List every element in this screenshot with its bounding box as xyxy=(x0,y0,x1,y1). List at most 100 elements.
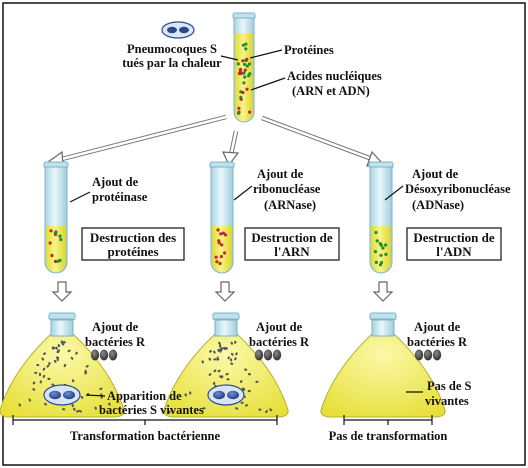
tube3-label-line3: (ADNase) xyxy=(412,198,464,212)
molecule-dot xyxy=(241,90,245,95)
r-bacterium-dot xyxy=(208,357,212,361)
molecule-dot xyxy=(59,237,63,242)
conclusion-right: Pas de transformation xyxy=(329,429,448,443)
molecule-dot xyxy=(217,241,221,245)
r-bacterium-dot xyxy=(244,368,248,371)
r-bacterium-dot xyxy=(55,356,60,359)
molecule-dot xyxy=(243,75,247,79)
molecule-dot xyxy=(236,62,240,66)
flask3-result-line1: Pas de S xyxy=(427,379,472,393)
r-bacterium xyxy=(108,349,118,361)
r-bacterium-dot xyxy=(42,367,46,371)
r-bacterium-dot xyxy=(63,363,67,368)
r-bacterium-dot xyxy=(53,359,57,363)
r-bacterium-dot xyxy=(78,410,82,413)
molecule-dot xyxy=(378,263,383,267)
molecule-dot xyxy=(237,106,241,110)
molecule-dot xyxy=(215,260,219,264)
molecule-dot xyxy=(384,252,388,256)
cells-pointer xyxy=(220,55,239,61)
r-bacterium-dot xyxy=(217,369,221,373)
molecule-dot xyxy=(220,243,224,247)
r-bacterium-dot xyxy=(71,379,75,383)
molecule-dot xyxy=(242,81,246,85)
r-bacterium-dot xyxy=(75,351,78,355)
nucleic-label-line2: (ARN et ADN) xyxy=(292,84,370,98)
molecule-dot xyxy=(216,228,220,232)
molecule-dot xyxy=(245,64,249,68)
molecule-dot xyxy=(54,230,58,234)
tube2-pointer xyxy=(233,185,253,201)
flask-body xyxy=(320,319,446,418)
molecule-dot xyxy=(214,255,218,259)
r-bacterium-dot xyxy=(85,365,89,368)
r-bacterium-dot xyxy=(234,357,237,361)
molecule-dot xyxy=(49,229,53,233)
r-bacterium-dot xyxy=(218,344,222,348)
r-bacterium-dot xyxy=(209,350,212,353)
r-bacterium-dot xyxy=(51,383,55,386)
flask-3 xyxy=(320,312,446,418)
r-bacterium-dot xyxy=(184,393,187,397)
molecule-dot xyxy=(245,57,249,61)
r-bacterium-dot xyxy=(269,408,273,412)
molecule-dot xyxy=(219,232,223,236)
tube3-pointer xyxy=(384,185,404,201)
r-bacteria-icon-2 xyxy=(254,349,282,361)
flask3-label-line1: Ajout de xyxy=(414,320,461,334)
r-bacterium-dot xyxy=(240,401,244,404)
r-bacterium xyxy=(99,349,109,361)
molecule-dot xyxy=(219,255,223,259)
flask3-label-line2: bactéries R xyxy=(407,335,468,349)
r-bacterium xyxy=(90,349,100,361)
s-bacteria-colony-icon xyxy=(43,384,81,406)
r-bacterium-dot xyxy=(60,340,63,344)
box2-line1: Destruction de xyxy=(251,230,332,245)
r-bacterium-dot xyxy=(239,380,243,383)
r-bacterium-dot xyxy=(46,364,50,368)
flask-body xyxy=(163,319,289,418)
r-bacterium-dot xyxy=(94,406,97,410)
tube2-label-line3: (ARNase) xyxy=(264,198,316,212)
r-bacterium-dot xyxy=(229,358,233,362)
r-bacterium-dot xyxy=(39,380,42,384)
molecule-dot xyxy=(221,231,226,235)
tube1-label-line1: Ajout de xyxy=(92,175,139,189)
r-bacterium-dot xyxy=(42,374,46,378)
box1-line2: protéines xyxy=(107,244,158,259)
r-bacterium-dot xyxy=(167,410,171,414)
arrow-to-tube-2 xyxy=(222,130,240,167)
r-bacterium-dot xyxy=(213,350,216,354)
molecule-dot xyxy=(244,47,248,51)
molecule-dot xyxy=(375,239,379,243)
molecule-dot xyxy=(241,59,245,63)
r-bacterium-dot xyxy=(28,398,32,402)
r-bacterium-dot xyxy=(224,347,228,350)
r-bacterium-dot xyxy=(57,344,61,348)
molecule-dot xyxy=(247,62,252,66)
r-bacterium-dot xyxy=(218,341,221,345)
r-bacterium-dot xyxy=(56,357,59,362)
flask-neck-glass xyxy=(371,319,395,337)
molecule-dot xyxy=(218,261,222,266)
r-bacterium-dot xyxy=(241,387,245,390)
heat-killed-s-cells-icon xyxy=(161,21,195,39)
r-bacterium-dot xyxy=(43,352,46,355)
r-bacterium-dot xyxy=(255,380,259,384)
molecule-dot xyxy=(374,260,378,264)
molecule-dot xyxy=(239,97,243,101)
flask1-label-line1: Ajout de xyxy=(92,320,139,334)
tube2-label-line1: Ajout de xyxy=(257,167,304,181)
r-bacterium-dot xyxy=(38,372,42,376)
r-bacterium-dot xyxy=(108,402,111,406)
r-bacterium-dot xyxy=(265,410,268,413)
destruction-box-1: Destruction des protéines xyxy=(81,227,185,261)
r-bacterium-dot xyxy=(76,410,80,413)
flask3-result-line2: vivantes xyxy=(425,394,469,408)
molecule-dot xyxy=(379,253,383,257)
r-bacterium-dot xyxy=(47,377,51,381)
destruction-box-2: Destruction de l'ARN xyxy=(244,227,340,261)
down-arrow-3 xyxy=(372,281,394,302)
r-bacterium-dot xyxy=(44,402,47,406)
